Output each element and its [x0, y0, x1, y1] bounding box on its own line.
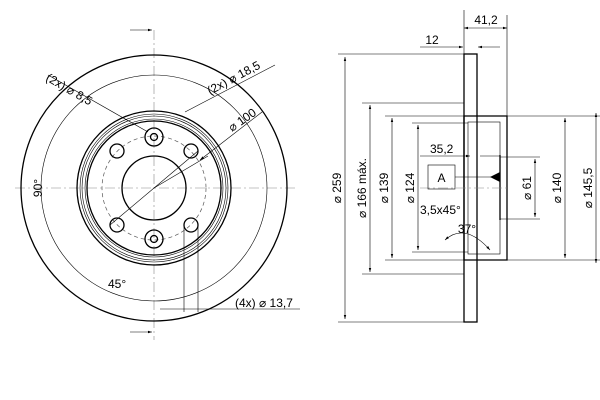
bolt-hole	[183, 217, 199, 233]
hub-outer-ring	[76, 110, 232, 266]
d124-label: ⌀ 124	[403, 172, 417, 203]
chamfer-label: 3,5x45°	[420, 203, 461, 217]
diagonal-line	[109, 150, 199, 226]
front-view: (2x) ⌀ 8,5 (2x) ⌀ 18,5 ⌀ 100 90° 45° (4x…	[15, 28, 300, 340]
angle-45-label: 45°	[108, 277, 126, 291]
angle-arc	[444, 232, 491, 251]
leader-line	[153, 155, 209, 189]
outer-diameter-label: ⌀ 259	[330, 172, 344, 203]
locating-hole-top-inner	[149, 132, 159, 142]
d139-label: ⌀ 139	[377, 172, 391, 203]
bolt-holes-label: (4x) ⌀ 13,7	[235, 296, 293, 310]
datum-triangle	[490, 172, 500, 182]
locating-hole-bottom-inner	[149, 234, 159, 244]
leader-line	[199, 111, 263, 161]
angle-90-label: 90°	[31, 179, 45, 197]
hub-inner-ring	[86, 120, 222, 256]
d145-label: ⌀ 145,5	[581, 167, 595, 208]
leader-line	[47, 74, 149, 133]
thickness-label: 12	[425, 33, 439, 47]
disc-outer-edge	[20, 54, 288, 322]
hub-ring	[84, 118, 224, 258]
section-view: 41,2 12 ⌀ 259 ⌀ 166 máx. ⌀ 139 ⌀ 124 35,…	[330, 10, 600, 323]
depth-label: 35,2	[430, 142, 454, 156]
hub-ring	[79, 113, 229, 263]
hole-large-label: (2x) ⌀ 18,5	[205, 58, 263, 98]
center-bore	[121, 155, 187, 221]
max-diameter-label: ⌀ 166 máx.	[355, 158, 369, 218]
center-bore-label: ⌀ 61	[520, 176, 534, 200]
angle-label: 37°	[458, 222, 476, 236]
datum-label: A	[437, 171, 445, 185]
bolt-hole	[109, 217, 125, 233]
bolt-circle	[101, 135, 207, 241]
locating-hole-top	[144, 127, 164, 147]
locating-hole-bottom	[144, 229, 164, 249]
hub-ring	[81, 115, 227, 261]
bolt-hole	[183, 143, 199, 159]
d140-label: ⌀ 140	[550, 172, 564, 203]
bolt-circle-label: ⌀ 100	[226, 105, 259, 134]
leader-line	[184, 64, 276, 113]
total-height-label: 41,2	[474, 13, 498, 27]
bolt-hole	[109, 143, 125, 159]
angle-arc	[40, 74, 268, 302]
